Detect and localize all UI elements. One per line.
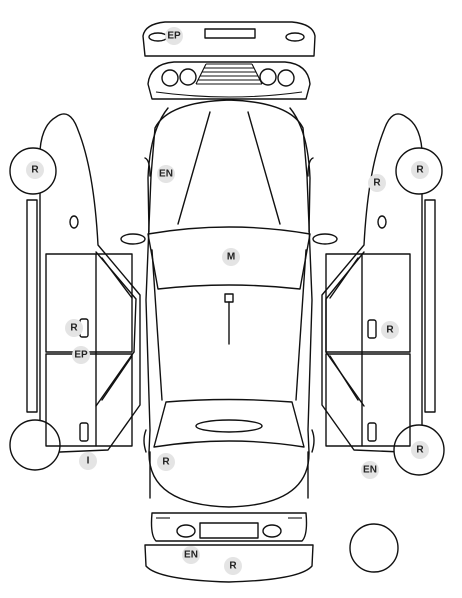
marker-rear-bumper-left[interactable]: EN [182, 546, 200, 564]
marker-right-rear-panel[interactable]: EN [361, 461, 379, 479]
marker-label: EP [167, 31, 181, 42]
spare-wheel[interactable] [349, 523, 399, 573]
marker-right-front-wheel[interactable]: R [411, 161, 429, 179]
front-bumper[interactable] [142, 21, 316, 57]
marker-left-front-door[interactable]: R [65, 319, 83, 337]
marker-label: R [416, 165, 424, 176]
marker-left-rear-wheel[interactable]: I [79, 452, 97, 470]
left-side-view[interactable] [9, 113, 141, 471]
marker-roof[interactable]: M [222, 248, 240, 266]
marker-label: R [31, 165, 39, 176]
car-body-top[interactable] [120, 99, 338, 508]
marker-right-rear-wheel[interactable]: R [411, 441, 429, 459]
marker-left-front-wheel[interactable]: R [26, 161, 44, 179]
marker-label: R [162, 457, 170, 468]
marker-label: EP [74, 350, 88, 361]
marker-label: EN [184, 550, 198, 561]
marker-label: M [227, 252, 235, 263]
marker-rear-bumper-right[interactable]: R [224, 557, 242, 575]
marker-label: I [87, 456, 90, 467]
marker-label: R [416, 445, 424, 456]
marker-trunk[interactable]: R [157, 453, 175, 471]
marker-right-front-door[interactable]: R [381, 321, 399, 339]
rear-bumper[interactable] [144, 544, 314, 583]
marker-label: R [373, 178, 381, 189]
front-fascia[interactable] [147, 61, 311, 100]
rear-fascia[interactable] [150, 512, 308, 542]
marker-label: R [229, 561, 237, 572]
marker-label: R [386, 325, 394, 336]
marker-left-sill[interactable]: EP [72, 346, 90, 364]
marker-label: EN [363, 465, 377, 476]
marker-right-front-panel[interactable]: R [368, 174, 386, 192]
marker-hood-left-fender[interactable]: EN [157, 165, 175, 183]
marker-label: R [70, 323, 78, 334]
marker-label: EN [159, 169, 173, 180]
marker-front-bumper[interactable]: EP [165, 27, 183, 45]
